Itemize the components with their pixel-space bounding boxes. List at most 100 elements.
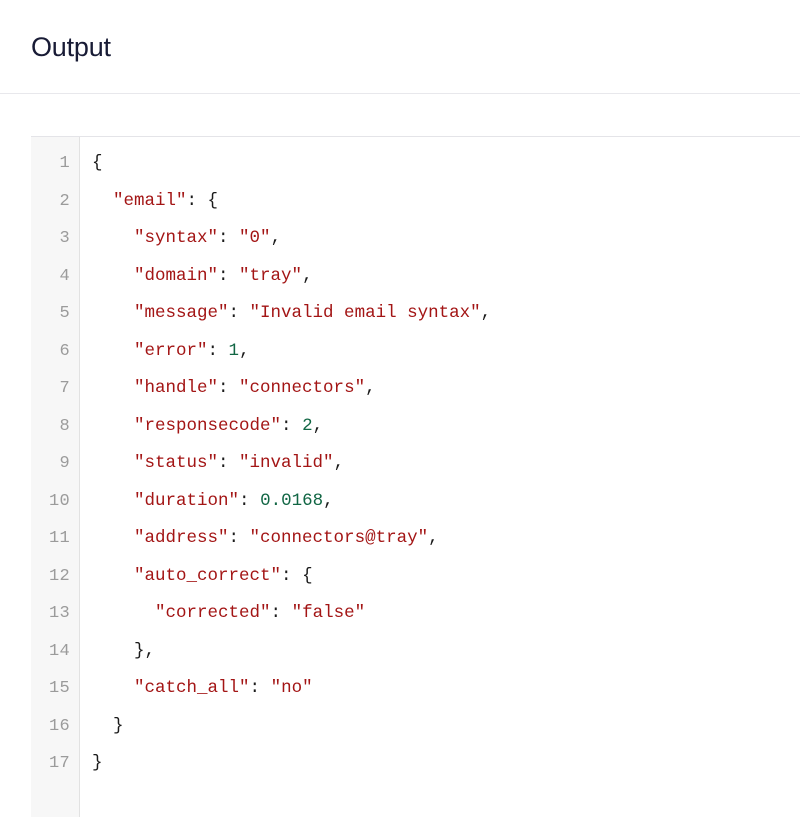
- code-indent: [92, 266, 134, 286]
- code-token-punct: ,: [302, 265, 313, 286]
- code-token-key: "address": [134, 528, 229, 548]
- line-number: 14: [48, 641, 70, 661]
- code-token-punct: :: [249, 678, 271, 698]
- code-token-punct: :: [228, 303, 250, 323]
- code-line: "corrected": "false": [92, 595, 800, 633]
- code-indent: [92, 566, 134, 586]
- code-token-key: "syntax": [134, 228, 219, 248]
- code-line: "email": {: [92, 183, 800, 221]
- line-number: 16: [48, 716, 70, 736]
- code-token-key: "catch_all": [134, 678, 250, 698]
- code-line: "message": "Invalid email syntax",: [92, 295, 800, 333]
- code-token-key: "domain": [134, 265, 219, 286]
- line-number: 8: [59, 416, 70, 436]
- code-indent: [92, 228, 134, 248]
- code-token-punct: :: [239, 490, 261, 511]
- line-number: 5: [59, 304, 70, 323]
- line-number: 17: [48, 754, 70, 773]
- code-line: }: [92, 708, 800, 746]
- code-indent: [92, 641, 134, 661]
- code-indent: [92, 191, 113, 211]
- code-token-punct: ,: [365, 378, 376, 398]
- line-number: 1: [59, 154, 70, 173]
- code-indent: [92, 416, 134, 436]
- code-indent: [92, 716, 113, 736]
- code-token-str: "0": [239, 228, 271, 248]
- code-token-num: 0.0168: [260, 490, 324, 511]
- code-indent: [92, 491, 134, 511]
- code-line: "handle": "connectors",: [92, 370, 800, 408]
- code-token-punct: :: [281, 565, 303, 586]
- code-token-punct: :: [186, 190, 208, 211]
- code-token-punct: :: [218, 378, 240, 398]
- code-token-punct: ,: [270, 228, 282, 248]
- code-token-num: 2: [302, 415, 313, 436]
- code-token-str: "invalid": [239, 453, 334, 473]
- code-token-key: "handle": [134, 378, 219, 398]
- code-line: "responsecode": 2,: [92, 408, 800, 446]
- code-line: "catch_all": "no": [92, 670, 800, 708]
- code-indent: [92, 603, 155, 623]
- code-token-key: "corrected": [155, 603, 271, 623]
- line-number: 12: [48, 566, 70, 586]
- code-token-punct: ,: [333, 453, 345, 473]
- code-token-key: "duration": [134, 490, 240, 511]
- code-token-punct: {: [92, 153, 103, 173]
- code-token-punct: {: [302, 565, 313, 586]
- code-token-str: "tray": [239, 265, 303, 286]
- code-token-punct: }: [113, 715, 124, 736]
- code-content[interactable]: { "email": { "syntax": "0", "domain": "t…: [80, 137, 800, 817]
- code-indent: [92, 528, 134, 548]
- code-token-key: "responsecode": [134, 415, 282, 436]
- code-token-key: "email": [113, 190, 187, 211]
- code-token-key: "auto_correct": [134, 565, 282, 586]
- page-title: Output: [31, 32, 111, 62]
- code-token-punct: ,: [323, 490, 334, 511]
- line-number: 4: [59, 266, 70, 286]
- code-token-str: "no": [270, 678, 313, 698]
- line-number: 7: [59, 379, 70, 398]
- code-token-str: "false": [291, 603, 366, 623]
- line-number: 11: [48, 529, 70, 548]
- line-number: 10: [48, 491, 70, 511]
- code-token-punct: ,: [480, 303, 492, 323]
- code-line: "address": "connectors@tray",: [92, 520, 800, 558]
- code-token-str: "connectors@tray": [249, 528, 429, 548]
- line-number: 15: [48, 679, 70, 698]
- code-line: "auto_correct": {: [92, 558, 800, 596]
- code-token-punct: :: [207, 340, 229, 361]
- code-token-key: "message": [134, 303, 229, 323]
- code-token-punct: :: [270, 603, 292, 623]
- code-indent: [92, 303, 134, 323]
- code-line: }: [92, 745, 800, 783]
- code-token-punct: :: [218, 453, 240, 473]
- code-token-punct: :: [218, 265, 240, 286]
- code-token-punct: ,: [312, 415, 324, 436]
- code-indent: [92, 341, 134, 361]
- code-token-punct: :: [281, 415, 303, 436]
- code-line: "syntax": "0",: [92, 220, 800, 258]
- code-indent: [92, 378, 134, 398]
- code-line: {: [92, 145, 800, 183]
- code-token-punct: :: [228, 528, 250, 548]
- code-token-punct: {: [207, 190, 219, 211]
- code-line: "status": "invalid",: [92, 445, 800, 483]
- code-indent: [92, 678, 134, 698]
- code-token-punct: },: [134, 640, 156, 661]
- code-token-key: "status": [134, 453, 219, 473]
- code-indent: [92, 453, 134, 473]
- panel-header: Output: [0, 0, 800, 94]
- code-token-punct: :: [218, 228, 240, 248]
- code-token-punct: }: [92, 753, 103, 773]
- line-number: 3: [59, 229, 70, 248]
- code-line: "error": 1,: [92, 333, 800, 371]
- code-token-punct: ,: [428, 528, 439, 548]
- line-number: 13: [48, 604, 70, 623]
- code-token-str: "connectors": [239, 378, 366, 398]
- line-number: 9: [59, 454, 70, 473]
- line-number: 2: [59, 191, 70, 211]
- code-token-str: "Invalid email syntax": [249, 303, 481, 323]
